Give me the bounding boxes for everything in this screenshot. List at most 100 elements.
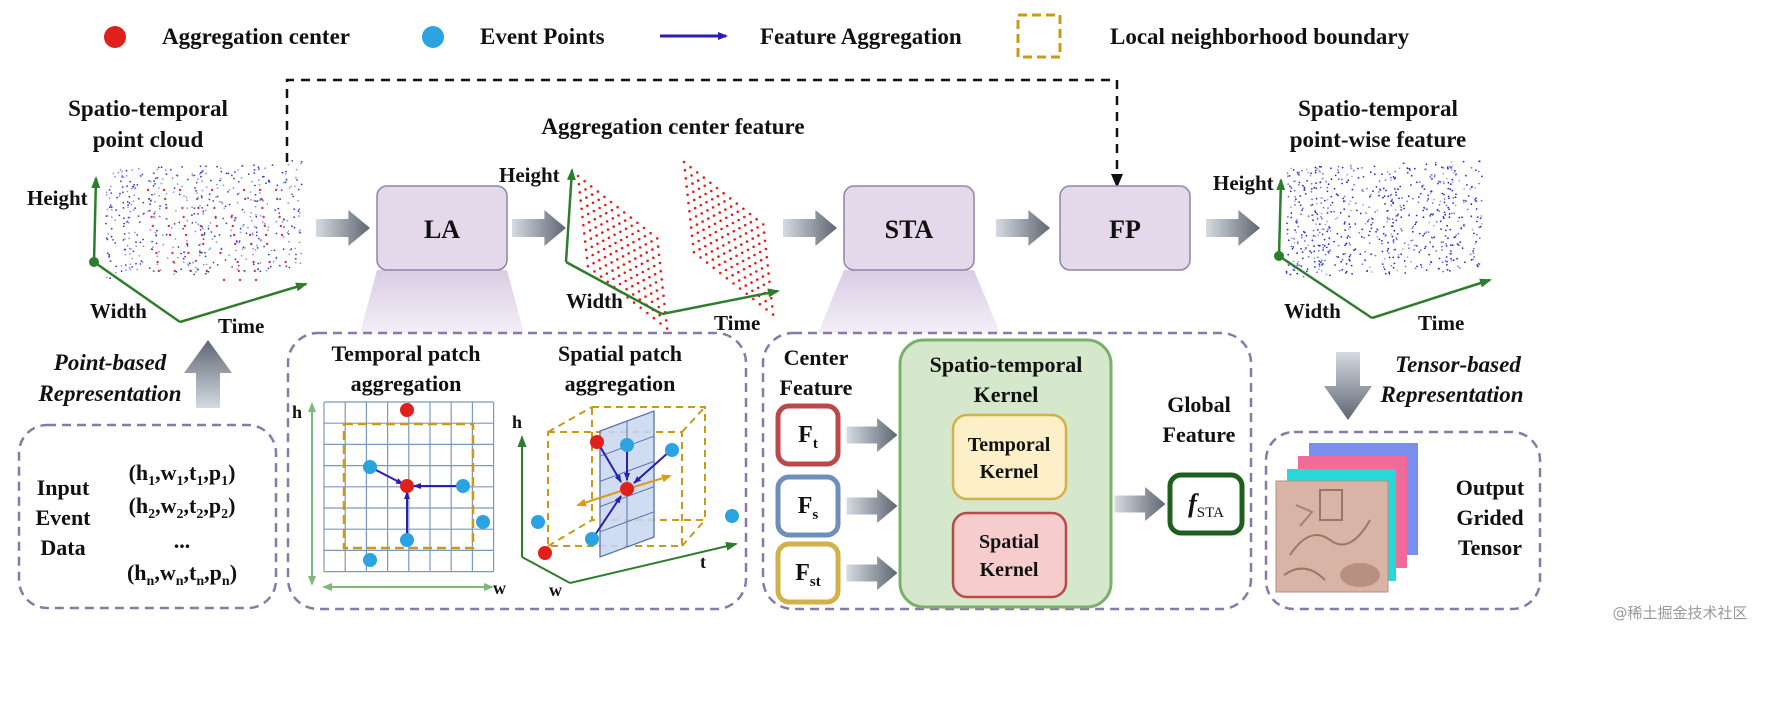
cloud-point [1325,180,1328,183]
cloud-point [232,187,235,190]
center-feature-point [739,235,742,238]
cloud-point [1428,253,1430,256]
center-feature-point [695,171,699,174]
center-feature-point [586,204,589,208]
input-height-axis [91,176,101,263]
cloud-point [1444,235,1447,238]
cloud-point [105,215,108,218]
cloud-point [216,165,219,168]
cloud-point [1451,181,1454,184]
center-feature-point [704,192,707,196]
cloud-point [280,189,283,192]
cloud-point [1296,264,1299,267]
cloud-point [1289,273,1292,276]
cloud-point [199,251,202,254]
cloud-point [110,227,113,230]
cloud-point [160,182,163,185]
cloud-point [1344,200,1346,203]
center-feature-point [654,281,658,284]
center-feature-point [603,195,606,199]
cloud-center-point [263,224,266,228]
cloud-point [1386,220,1389,223]
cloud-point [138,221,141,224]
cloud-point [178,221,181,224]
cloud-point [1336,232,1339,235]
center-feature-point [761,275,765,278]
cloud-point [1329,274,1331,277]
cloud-center-point [236,260,239,264]
cloud-point [1375,186,1378,188]
cloud-point [1381,263,1384,265]
cloud-point [158,215,161,218]
cloud-point [1388,173,1391,176]
cloud-point [1317,249,1320,252]
center-feature-point [742,267,746,271]
cloud-point [185,240,188,242]
input-point-cloud: Spatio-temporal point cloud Height Width… [27,96,308,338]
cloud-point [1306,270,1308,273]
event-tuple-n: (hn,wn,tn,pn) [127,560,237,589]
cloud-point [1383,195,1386,198]
center-feature-point [591,253,594,257]
cloud-point [1449,269,1451,272]
cloud-point [1421,185,1424,187]
cloud-point [1372,190,1374,193]
cloud-point [299,262,302,265]
center-feature-point [618,222,621,225]
cloud-point [1288,175,1291,177]
cloud-point [1322,243,1324,246]
cloud-point [1415,221,1417,224]
cloud-point [1337,178,1340,181]
cloud-point [136,184,139,186]
cloud-point [222,184,225,187]
cloud-point [259,215,262,217]
cloud-point [1359,212,1362,215]
cloud-point [1344,229,1346,232]
cloud-point [1371,218,1374,221]
cloud-point [178,193,181,196]
cloud-point [1430,190,1432,193]
cloud-point [117,171,120,174]
output-axis-time-label: Time [1418,311,1464,335]
cloud-point [1310,198,1313,201]
center-feature-point [697,239,700,243]
cloud-point [215,196,217,198]
cloud-point [1455,193,1457,196]
cloud-point [1303,231,1306,234]
cloud-point [257,168,260,171]
cloud-point [1315,187,1318,190]
cloud-point [1465,174,1467,177]
center-feature-point [598,267,602,270]
center-feature-point [581,215,584,219]
cloud-point [1380,239,1383,242]
cloud-point [1447,167,1449,170]
global-feature-line2: Feature [1163,422,1236,447]
cloud-center-point [250,242,253,246]
cloud-point [267,253,270,256]
input-fs-label: Fs [798,493,819,523]
point-repr-line1: Point-based [53,350,167,375]
cloud-point [1410,239,1413,242]
cloud-point [273,249,276,252]
cloud-point [201,170,204,172]
center-feature-point [598,258,601,262]
cloud-point [140,260,143,262]
cloud-point [298,231,300,233]
cloud-point [197,178,199,181]
cloud-point [172,246,175,249]
center-feature-point [735,254,738,258]
cloud-point [1306,180,1308,182]
cloud-point [290,193,293,196]
cloud-point [1436,209,1439,212]
input-fs-box [775,474,841,538]
cloud-center-point [172,260,175,264]
cloud-point [123,233,126,235]
center-feature-point [730,213,734,217]
center-feature-point [650,300,654,304]
cloud-point [220,248,223,251]
cloud-point [1458,216,1461,219]
cloud-point [1298,171,1301,174]
cloud-point [1392,249,1395,251]
center-feature-point [710,250,714,253]
cloud-point [1471,228,1474,231]
